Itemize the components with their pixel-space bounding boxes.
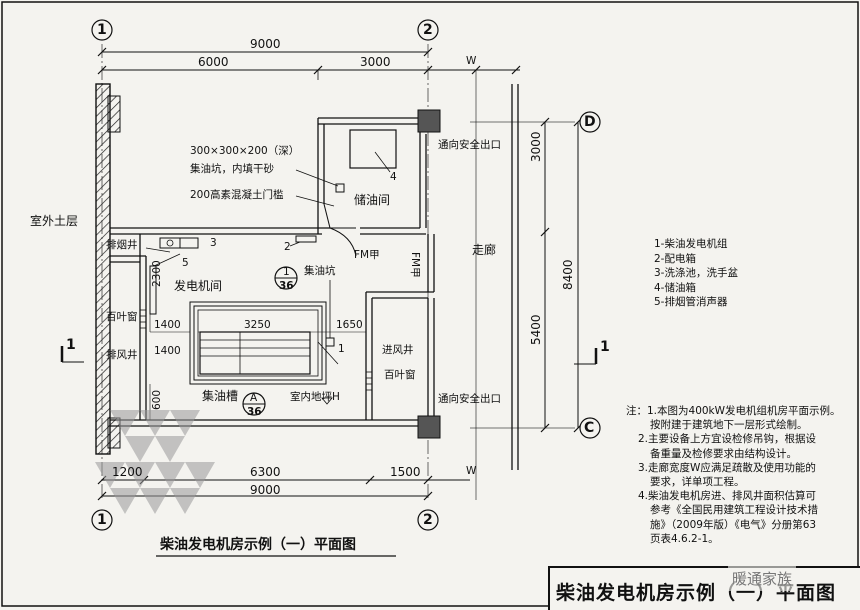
detail-A-top: A bbox=[250, 392, 258, 404]
note-line: 3.走廊宽度W应满足疏散及使用功能的 bbox=[638, 461, 816, 474]
equip-number-3: 3 bbox=[210, 237, 217, 249]
legend-item: 2-配电箱 bbox=[654, 252, 696, 265]
equipment-legend: 1-柴油发电机组 2-配电箱 3-洗涤池，洗手盆 4-储油箱 5-排烟管消声器 bbox=[654, 237, 738, 310]
note-line: 注：1.本图为400kW发电机组机房平面示例。 bbox=[626, 405, 841, 417]
dim-right-total: 8400 bbox=[561, 259, 575, 290]
dim-right-lower: 5400 bbox=[529, 314, 543, 345]
design-notes: 注：1.本图为400kW发电机组机房平面示例。 按附建于建筑地下一层形式绘制。 … bbox=[626, 404, 856, 546]
watermark-text: 暖通家族 bbox=[728, 566, 797, 591]
dim-3250: 3250 bbox=[244, 319, 271, 331]
label-oil-trough: 集油槽 bbox=[202, 389, 239, 403]
axis-2-bottom-label: 2 bbox=[423, 512, 433, 528]
dim-w-bottom: W bbox=[466, 465, 477, 477]
equip-number-2: 2 bbox=[284, 241, 291, 253]
label-pit-desc: 集油坑，内填干砂 bbox=[190, 163, 274, 175]
label-threshold: 200高素混凝土门槛 bbox=[190, 189, 284, 201]
dim-1650: 1650 bbox=[336, 319, 363, 331]
dim-1400-a: 1400 bbox=[154, 319, 181, 331]
dim-600: 600 bbox=[151, 389, 163, 410]
legend-item: 5-排烟管消声器 bbox=[654, 296, 728, 309]
label-outside-soil: 室外土层 bbox=[30, 214, 79, 228]
dim-right-upper: 3000 bbox=[529, 131, 543, 162]
note-line: 备重量及检修要求由结构设计。 bbox=[650, 447, 797, 460]
note-line: 施》（2009年版）《电气》分册第63 bbox=[650, 518, 817, 531]
label-pit-spec: 300×300×200（深） bbox=[190, 145, 300, 157]
label-generator-room: 发电机间 bbox=[174, 279, 223, 293]
dim-bot-1500: 1500 bbox=[390, 465, 421, 479]
detail-1-top: 1 bbox=[283, 266, 290, 278]
label-fm-door-a: FM甲 bbox=[354, 249, 380, 261]
label-fm-door-b: FM甲 bbox=[409, 252, 421, 278]
section-mark-right: 1 bbox=[600, 339, 610, 355]
dim-w-top: W bbox=[466, 55, 477, 67]
label-louver-right: 百叶窗 bbox=[384, 369, 416, 381]
dim-top-right: 3000 bbox=[360, 55, 391, 69]
equip-number-4: 4 bbox=[390, 171, 397, 183]
axis-1-bottom-label: 1 bbox=[97, 512, 107, 528]
dim-bot-6300: 6300 bbox=[250, 465, 281, 479]
drawing-caption: 柴油发电机房示例（一）平面图 bbox=[160, 537, 356, 553]
label-safe-exit-bottom: 通向安全出口 bbox=[438, 393, 501, 405]
dim-top-left: 6000 bbox=[198, 55, 229, 69]
axis-C-label: C bbox=[584, 420, 595, 436]
note-line: 2.主要设备上方宜设检修吊钩，根据设 bbox=[638, 433, 817, 446]
note-line: 要求，详单项工程。 bbox=[650, 476, 745, 489]
legend-item: 4-储油箱 bbox=[654, 281, 696, 294]
note-line: 4.柴油发电机房进、排风井面积估算可 bbox=[638, 490, 817, 503]
axis-2-top-label: 2 bbox=[423, 22, 433, 38]
label-louver-left: 百叶窗 bbox=[106, 311, 138, 323]
legend-item: 3-洗涤池，洗手盆 bbox=[654, 267, 738, 280]
legend-item: 1-柴油发电机组 bbox=[654, 238, 728, 250]
dim-top-total: 9000 bbox=[250, 37, 281, 51]
equip-number-1: 1 bbox=[338, 343, 345, 355]
dim-bot-1200: 1200 bbox=[112, 465, 143, 479]
dim-2300: 2300 bbox=[151, 260, 163, 287]
label-sump-pit: 集油坑 bbox=[304, 265, 336, 277]
label-oil-room: 储油间 bbox=[354, 193, 391, 207]
note-line: 参考《全国民用建筑工程设计技术措 bbox=[650, 504, 818, 517]
axis-D-label: D bbox=[584, 114, 596, 130]
detail-1-bottom: 36 bbox=[279, 280, 294, 292]
section-mark-left: 1 bbox=[66, 337, 76, 353]
label-corridor: 走廊 bbox=[472, 243, 497, 257]
title-block: 柴油发电机房示例（一）平面图 bbox=[548, 566, 860, 610]
label-floor-level: 室内地坪H bbox=[290, 391, 340, 403]
label-smoke-shaft: 排烟井 bbox=[106, 239, 138, 251]
note-line: 页表4.6.2-1。 bbox=[650, 532, 719, 545]
label-exhaust-shaft: 排风井 bbox=[106, 349, 138, 361]
label-intake-shaft: 进风井 bbox=[382, 344, 414, 356]
dim-bot-total: 9000 bbox=[250, 483, 281, 497]
label-safe-exit-top: 通向安全出口 bbox=[438, 139, 501, 151]
detail-A-bottom: 36 bbox=[247, 406, 262, 418]
axis-1-top-label: 1 bbox=[97, 22, 107, 38]
dim-1400-b: 1400 bbox=[154, 345, 181, 357]
equip-number-5: 5 bbox=[182, 257, 189, 269]
watermark-logo bbox=[95, 410, 215, 514]
note-line: 按附建于建筑地下一层形式绘制。 bbox=[650, 419, 808, 432]
